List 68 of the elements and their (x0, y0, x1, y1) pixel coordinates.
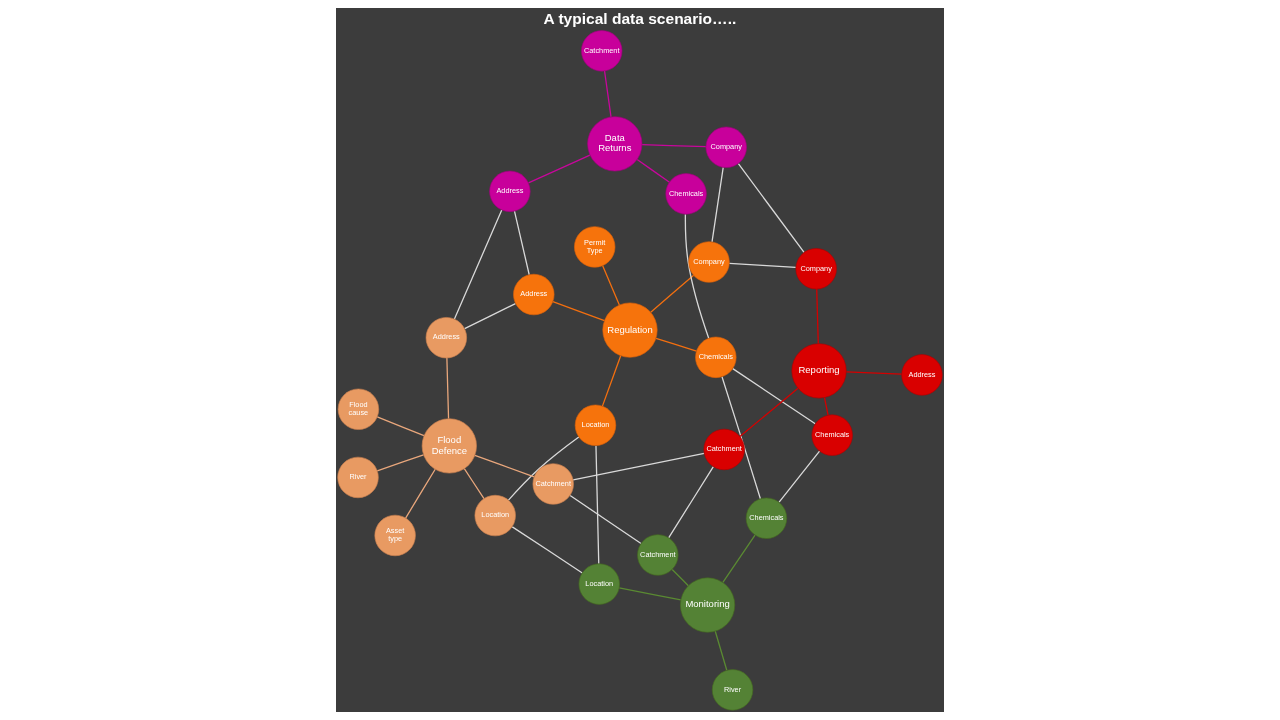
connector (778, 450, 821, 503)
connector (601, 355, 622, 407)
connector (711, 166, 724, 243)
node-circle: Flood Defence (421, 418, 477, 474)
connector (572, 452, 705, 481)
connector (595, 445, 600, 565)
connector (668, 466, 714, 539)
connector (732, 368, 816, 425)
connector (376, 454, 425, 472)
connector (722, 534, 756, 584)
node-circle: Chemicals (695, 336, 737, 378)
connector (816, 288, 819, 345)
node-circle: Asset type (374, 514, 416, 557)
node-circle: Address (513, 273, 555, 316)
node-circle: Regulation (602, 302, 658, 358)
node-circle: Company (688, 241, 730, 283)
node-circle: Data Returns (587, 116, 643, 172)
connector (721, 376, 762, 500)
connector (513, 210, 530, 276)
connector (603, 70, 612, 118)
node-circle: Address (425, 317, 467, 359)
node-circle: Address (901, 354, 943, 396)
connector (405, 468, 436, 519)
node-circle: Reporting (791, 343, 847, 399)
connector (650, 274, 695, 313)
connector (845, 371, 903, 375)
connector (641, 144, 707, 148)
connector (463, 468, 485, 500)
connector (684, 213, 710, 339)
connector (474, 454, 535, 478)
node-circle: Catchment (532, 463, 574, 505)
connector (552, 300, 606, 322)
connector (453, 209, 503, 320)
node-circle: Address (489, 170, 531, 212)
node-circle: Company (795, 248, 837, 290)
connector (464, 302, 517, 330)
connector (511, 526, 583, 574)
connector (569, 494, 642, 545)
connector (655, 337, 698, 352)
node-circle: Chemicals (665, 173, 707, 215)
node-circle: Company (705, 126, 747, 168)
connector (446, 357, 450, 420)
node-circle: Flood cause (337, 388, 380, 430)
connector (714, 630, 728, 671)
node-circle: Catchment (581, 30, 623, 72)
connector (618, 587, 682, 601)
diagram-title: A typical data scenario….. (543, 9, 737, 27)
connector (527, 154, 591, 184)
connector (671, 568, 689, 587)
connector (739, 387, 799, 438)
node-circle: Chemicals (745, 497, 788, 539)
node-circle: Permit Type (574, 226, 616, 268)
connector (823, 396, 829, 416)
node-circle: Catchment (703, 428, 745, 471)
node-circle: Catchment (637, 534, 679, 576)
node-circle: River (711, 669, 754, 711)
node-circle: River (337, 456, 379, 499)
connector (602, 265, 620, 306)
connector (737, 163, 805, 254)
node-circle: Location (474, 494, 516, 537)
connector (636, 158, 671, 183)
node-circle: Monitoring (680, 577, 736, 633)
node-circle: Location (574, 404, 617, 446)
node-circle: Location (578, 563, 620, 605)
connector (728, 262, 797, 269)
node-circle: Chemicals (811, 414, 853, 456)
connector (507, 436, 580, 501)
connector (376, 416, 425, 437)
